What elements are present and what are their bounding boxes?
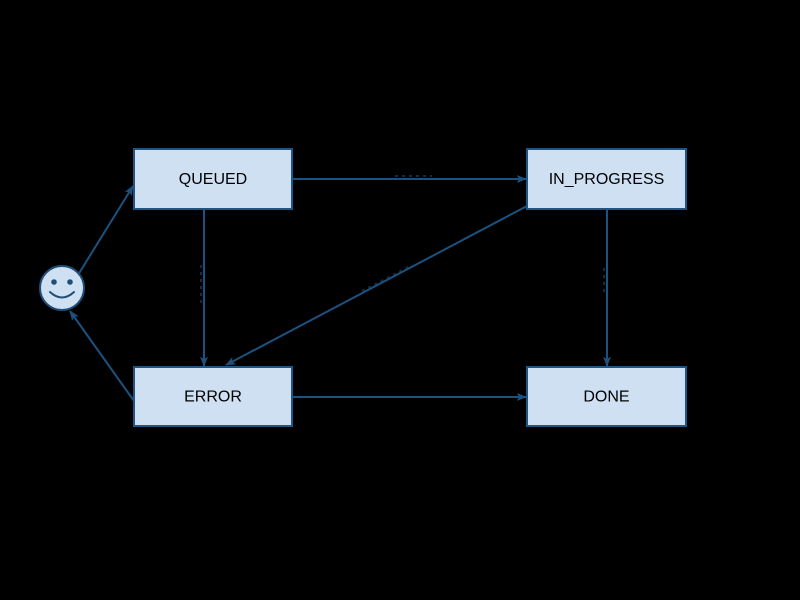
node-error-label: ERROR (184, 389, 242, 406)
edge-layer (69, 175, 611, 402)
edge-in-progress-to-error-ghost (361, 264, 413, 292)
edge-in-progress-to-error (225, 205, 528, 366)
start-node[interactable] (39, 265, 85, 311)
smiley-left-eye-icon (51, 279, 57, 285)
node-error-box[interactable] (133, 366, 293, 427)
node-done[interactable]: DONE (526, 366, 687, 427)
edge-in-progress-to-error-line (225, 205, 528, 366)
edge-queued-to-in-progress (292, 175, 527, 183)
node-queued[interactable]: QUEUED (133, 148, 293, 210)
edge-error-to-start-line (69, 310, 135, 402)
smiley-mouth-icon (49, 291, 75, 299)
node-queued-box[interactable] (133, 148, 293, 210)
edge-error-to-start (69, 310, 135, 402)
node-done-label: DONE (583, 389, 629, 406)
node-done-box[interactable] (526, 366, 687, 427)
edge-in-progress-to-done (603, 209, 611, 367)
edge-queued-to-error (200, 209, 208, 367)
edge-start-to-queued (77, 185, 134, 276)
node-in-progress-box[interactable] (526, 148, 687, 210)
edge-start-to-queued-line (77, 185, 134, 276)
smiley-right-eye-icon (67, 279, 73, 285)
smiley-face-icon (39, 265, 85, 311)
node-in-progress-label: IN_PROGRESS (549, 171, 665, 188)
node-error[interactable]: ERROR (133, 366, 293, 427)
node-in-progress[interactable]: IN_PROGRESS (526, 148, 687, 210)
node-queued-label: QUEUED (179, 171, 247, 188)
